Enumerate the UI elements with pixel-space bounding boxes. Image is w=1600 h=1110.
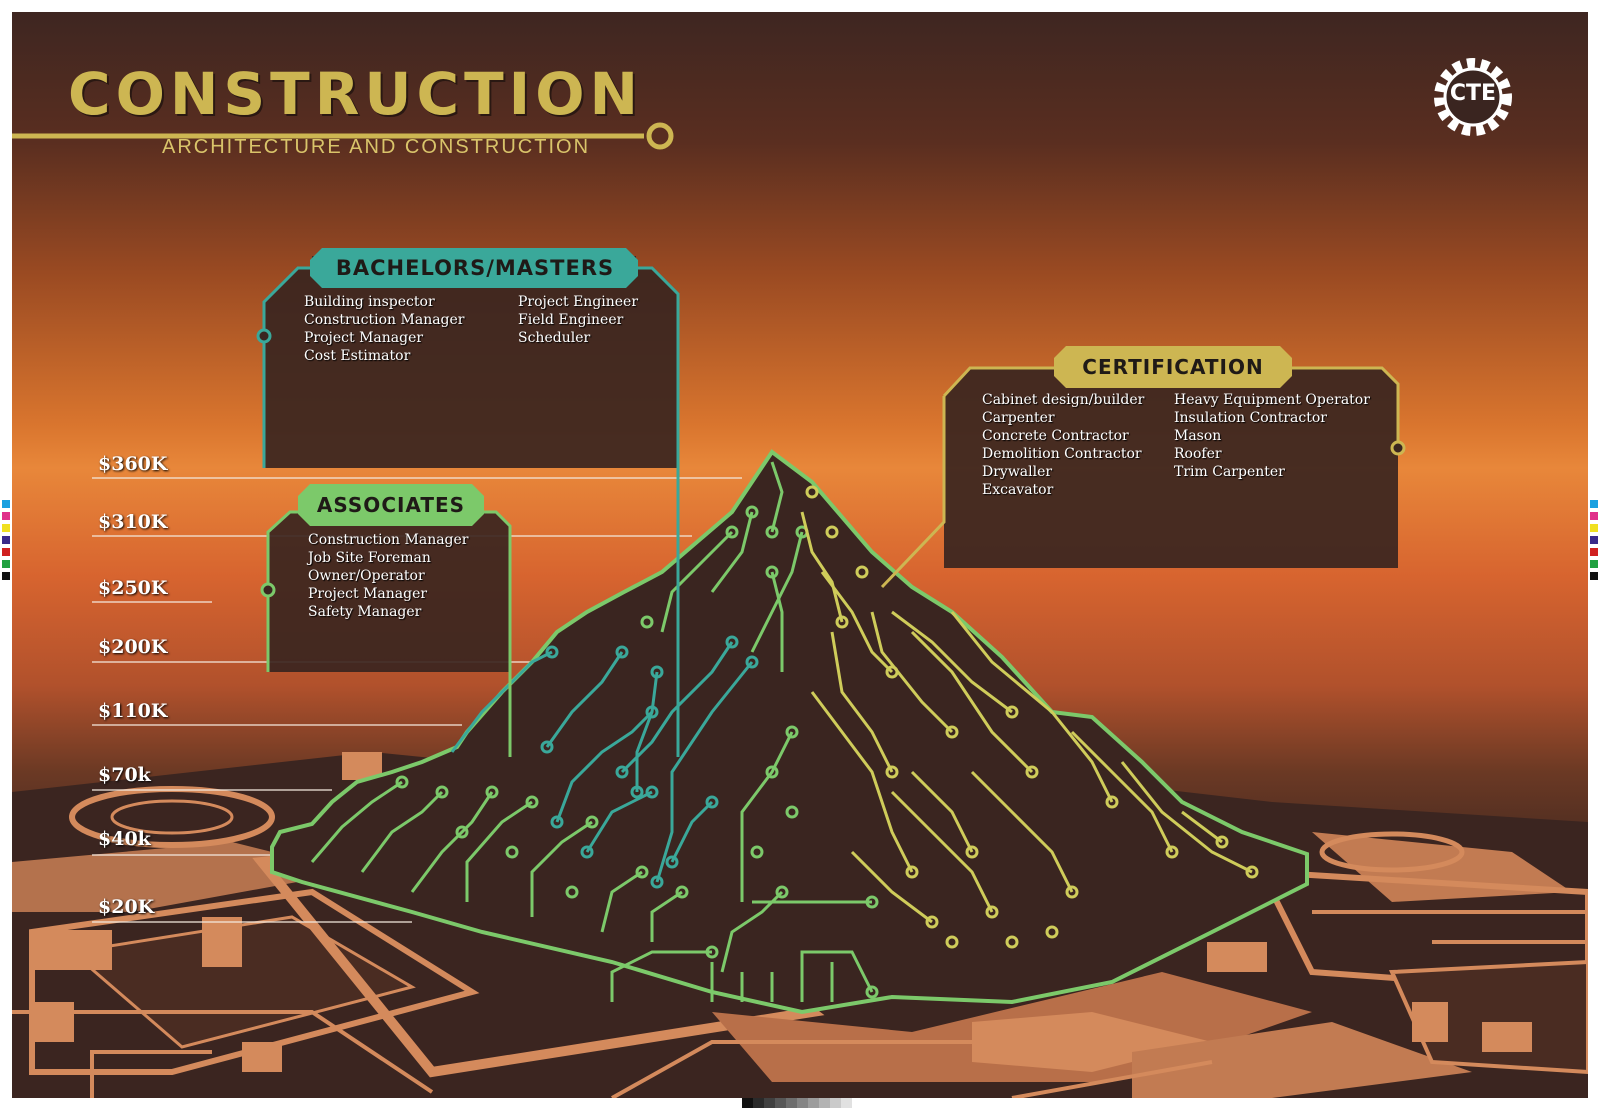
certification-title: CERTIFICATION xyxy=(1082,355,1264,379)
certification-list-1: Cabinet design/builder Carpenter Concret… xyxy=(982,391,1144,499)
list-item: Demolition Contractor xyxy=(982,446,1142,462)
associates-list: Construction Manager Job Site Foreman Ow… xyxy=(308,531,469,621)
swatch xyxy=(742,1098,753,1108)
list-item: Safety Manager xyxy=(308,604,422,620)
list-item: Project Engineer xyxy=(518,294,639,310)
swatch xyxy=(1590,524,1598,532)
cte-logo: CTE xyxy=(1430,54,1516,140)
list-item: Construction Manager xyxy=(308,532,469,548)
list-item: Concrete Contractor xyxy=(982,428,1129,444)
swatch xyxy=(2,500,10,508)
list-item: Owner/Operator xyxy=(308,568,425,584)
swatch xyxy=(764,1098,775,1108)
list-item: Carpenter xyxy=(982,410,1055,426)
list-item: Roofer xyxy=(1174,446,1222,462)
swatch xyxy=(753,1098,764,1108)
list-item: Project Manager xyxy=(304,330,424,346)
swatch xyxy=(775,1098,786,1108)
list-item: Field Engineer xyxy=(518,312,624,328)
list-item: Cabinet design/builder xyxy=(982,392,1145,408)
page-title: CONSTRUCTION xyxy=(68,60,644,128)
salary-label: $250K xyxy=(98,577,168,599)
green-traces xyxy=(310,461,874,1002)
gear-icon xyxy=(1434,58,1512,136)
list-item: Cost Estimator xyxy=(304,348,411,364)
bachelors-title: BACHELORS/MASTERS xyxy=(335,256,615,280)
list-item: Building inspector xyxy=(304,294,435,310)
salary-label: $360K xyxy=(98,453,168,475)
yellow-traces xyxy=(800,511,1253,924)
bachelors-panel xyxy=(256,248,680,757)
list-item: Project Manager xyxy=(308,586,428,602)
salary-label: $40k xyxy=(98,828,151,850)
swatch xyxy=(830,1098,841,1108)
salary-label: $310K xyxy=(98,511,168,533)
swatch xyxy=(1590,560,1598,568)
swatch xyxy=(1590,512,1598,520)
bachelors-list-2: Project Engineer Field Engineer Schedule… xyxy=(518,293,638,347)
salary-label: $70k xyxy=(98,764,151,786)
salary-label: $20K xyxy=(98,896,155,918)
title-underline xyxy=(12,122,674,150)
list-item: Mason xyxy=(1174,428,1222,444)
associates-title: ASSOCIATES xyxy=(316,493,466,517)
swatch xyxy=(2,560,10,568)
poster: CONSTRUCTION ARCHITECTURE AND CONSTRUCTI… xyxy=(12,12,1588,1098)
bachelors-list-1: Building inspector Construction Manager … xyxy=(304,293,465,365)
salary-label: $110K xyxy=(98,700,168,722)
swatch xyxy=(1590,536,1598,544)
swatch xyxy=(2,512,10,520)
swatch xyxy=(1590,548,1598,556)
teal-traces xyxy=(450,641,754,883)
swatch xyxy=(2,572,10,580)
list-item: Construction Manager xyxy=(304,312,465,328)
circuit-pyramid xyxy=(270,449,1309,1015)
list-item: Drywaller xyxy=(982,464,1053,480)
swatch xyxy=(841,1098,852,1108)
logo-text: CTE xyxy=(1449,81,1497,106)
list-item: Job Site Foreman xyxy=(308,550,431,566)
certification-list-2: Heavy Equipment Operator Insulation Cont… xyxy=(1174,391,1370,481)
swatch xyxy=(797,1098,808,1108)
swatch xyxy=(2,548,10,556)
swatch xyxy=(2,536,10,544)
list-item: Scheduler xyxy=(518,330,591,346)
swatch xyxy=(786,1098,797,1108)
salary-label: $200K xyxy=(98,636,168,658)
swatch xyxy=(1590,572,1598,580)
swatch xyxy=(808,1098,819,1108)
swatch xyxy=(819,1098,830,1108)
associates-panel xyxy=(260,484,512,757)
list-item: Insulation Contractor xyxy=(1174,410,1327,426)
swatch xyxy=(1590,500,1598,508)
certification-panel xyxy=(880,346,1406,589)
circuit-scene xyxy=(12,122,1588,1098)
page-subtitle: ARCHITECTURE AND CONSTRUCTION xyxy=(162,136,591,158)
list-item: Heavy Equipment Operator xyxy=(1174,392,1370,408)
swatch xyxy=(2,524,10,532)
list-item: Excavator xyxy=(982,482,1054,498)
list-item: Trim Carpenter xyxy=(1174,464,1285,480)
